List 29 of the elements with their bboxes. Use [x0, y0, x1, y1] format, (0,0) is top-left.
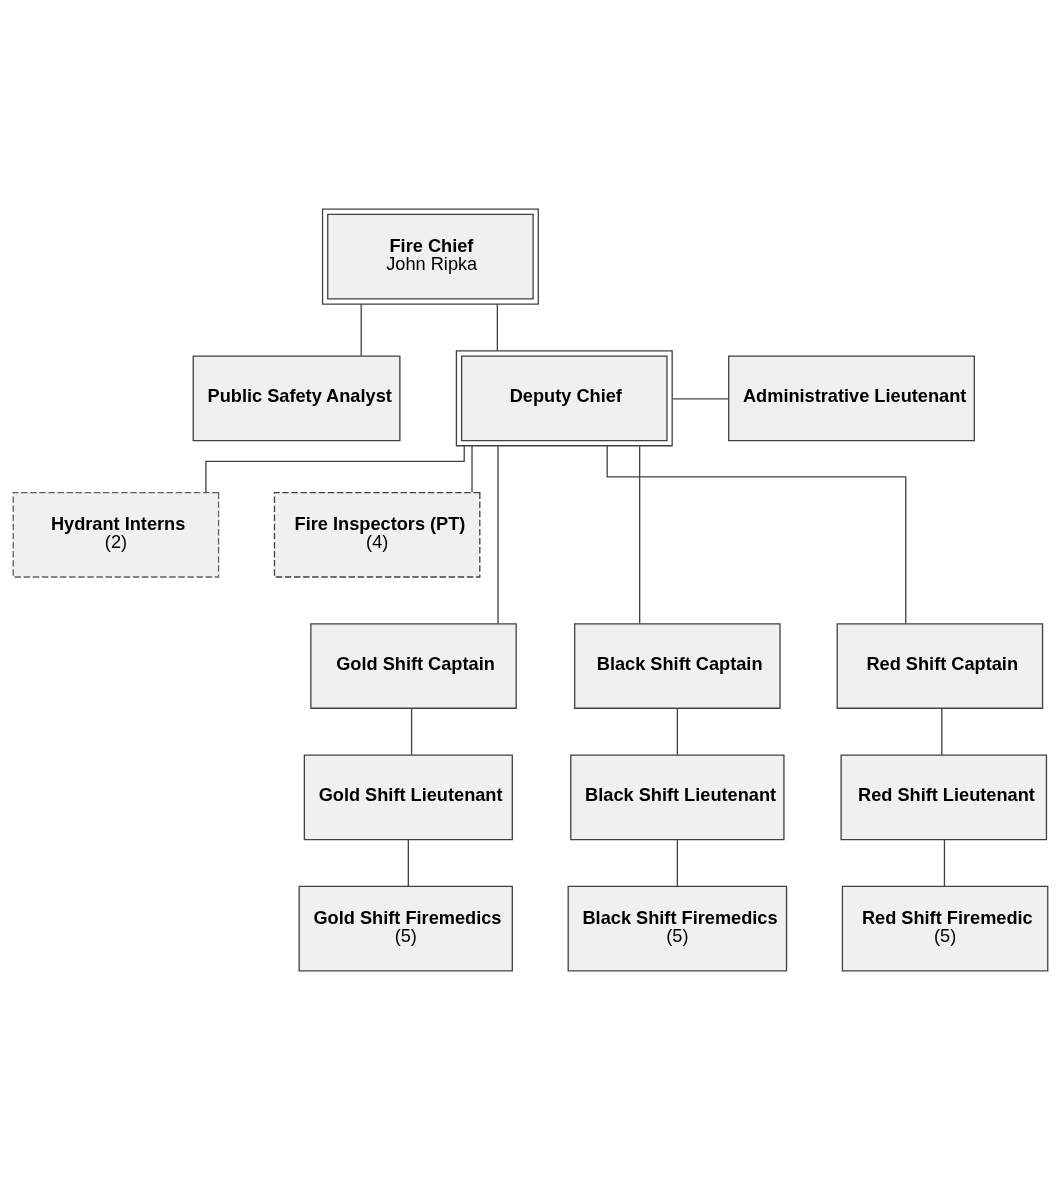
- node-box: Deputy Chief: [455, 349, 673, 446]
- connector: [496, 303, 498, 351]
- node-box: Public Safety Analyst: [192, 354, 401, 441]
- connector: [676, 707, 678, 755]
- node-box: Administrative Lieutenant: [728, 354, 975, 441]
- connector: [676, 838, 678, 887]
- connector: [410, 707, 413, 755]
- node-box: Red Shift Firemedic (5): [841, 885, 1049, 971]
- connector: [497, 445, 499, 624]
- node-box: Gold Shift Firemedics (5): [298, 885, 513, 971]
- node-box: Gold Shift Lieutenant: [303, 753, 513, 840]
- connector: [205, 444, 465, 493]
- connector: [671, 397, 730, 400]
- node-box: Red Shift Lieutenant: [840, 753, 1048, 840]
- connector: [943, 838, 946, 887]
- connector: [606, 444, 907, 624]
- node-box: Gold Shift Captain: [310, 622, 517, 709]
- connector: [407, 838, 409, 887]
- connector: [639, 445, 641, 624]
- node-box: Fire Chief John Ripka: [321, 208, 539, 305]
- node-box: Fire Inspectors (PT) (4): [273, 491, 481, 578]
- node-box: Red Shift Captain: [836, 622, 1044, 709]
- node-box: Hydrant Interns (2): [12, 491, 220, 578]
- node-box: Black Shift Captain: [574, 622, 781, 709]
- node-box: Black Shift Firemedics (5): [567, 885, 788, 971]
- node-box: Black Shift Lieutenant: [570, 753, 785, 840]
- connector: [941, 707, 943, 755]
- connector: [471, 444, 473, 493]
- connector: [360, 303, 362, 356]
